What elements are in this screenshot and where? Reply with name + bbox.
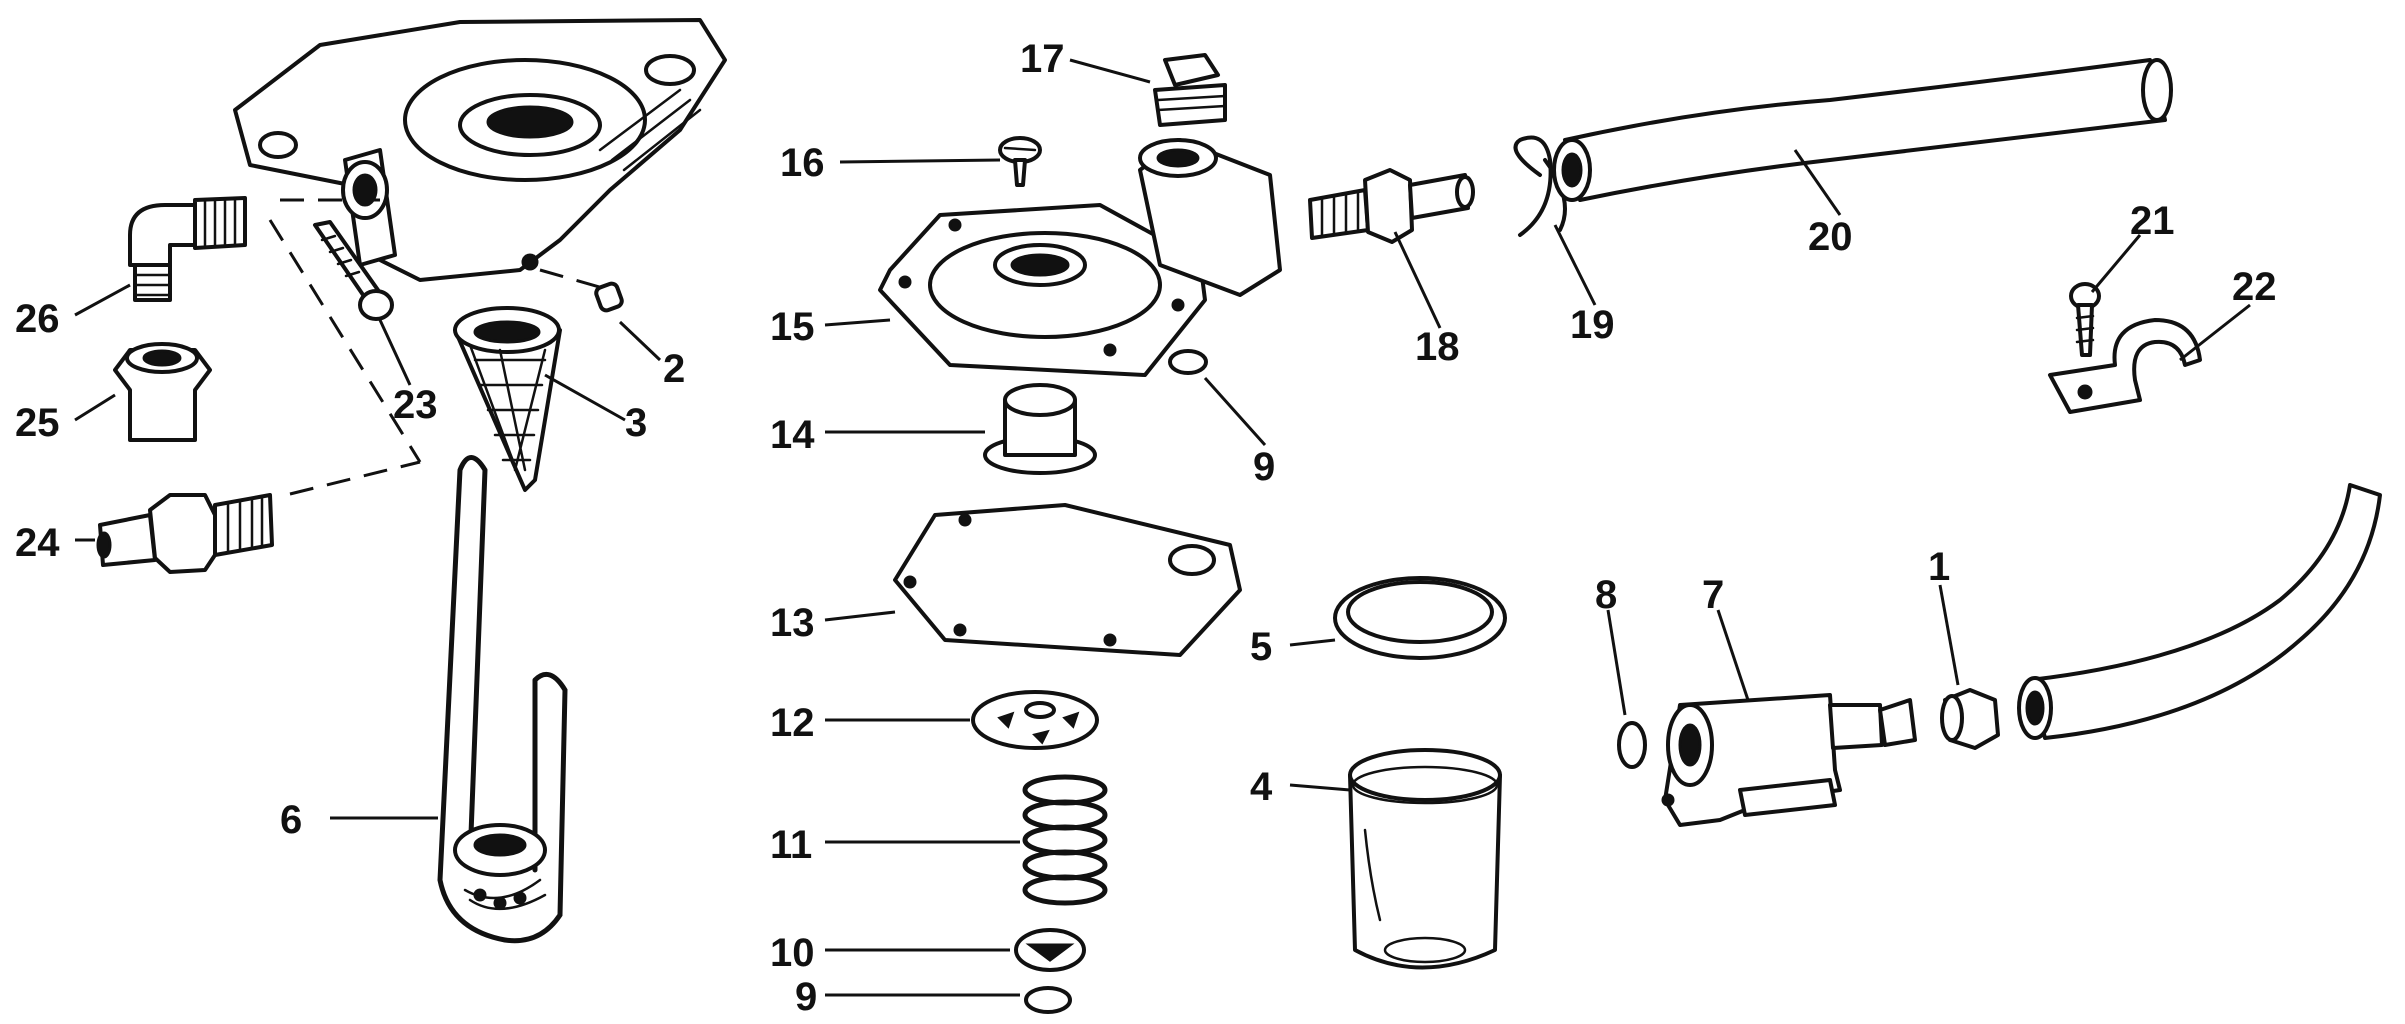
label-19: 19 bbox=[1570, 303, 1615, 347]
part-9-washer-upper bbox=[1168, 349, 1208, 375]
label-23: 23 bbox=[393, 383, 438, 427]
part-20-hose bbox=[1552, 58, 2173, 202]
part-26-elbow-fitting bbox=[128, 196, 247, 302]
part-14-valve bbox=[983, 383, 1097, 475]
label-9-lower: 9 bbox=[795, 975, 817, 1019]
label-25: 25 bbox=[15, 401, 60, 445]
part-9-washer-lower bbox=[1024, 986, 1072, 1014]
part-15-pump-cover bbox=[878, 138, 1282, 377]
label-8: 8 bbox=[1595, 573, 1617, 617]
label-3: 3 bbox=[625, 401, 647, 445]
part-13-gasket bbox=[893, 503, 1242, 657]
part-5-gasket-ring bbox=[1333, 576, 1507, 660]
label-24: 24 bbox=[15, 521, 60, 565]
label-18: 18 bbox=[1415, 325, 1460, 369]
part-11-spring bbox=[1022, 774, 1108, 906]
label-12: 12 bbox=[770, 701, 815, 745]
leader-lines bbox=[74, 58, 2251, 997]
part-25-nut bbox=[113, 342, 212, 442]
part-10-valve bbox=[1014, 928, 1086, 972]
label-7: 7 bbox=[1702, 573, 1724, 617]
assembly-line-left bbox=[268, 198, 422, 496]
part-3-filter-screen bbox=[453, 306, 562, 492]
label-4: 4 bbox=[1250, 765, 1273, 809]
part-2-plug bbox=[594, 281, 624, 313]
label-15: 15 bbox=[770, 305, 815, 349]
lower-hose bbox=[2017, 483, 2382, 740]
label-1: 1 bbox=[1928, 545, 1950, 589]
label-20: 20 bbox=[1808, 215, 1853, 259]
part-22-clamp bbox=[2048, 318, 2202, 414]
label-16: 16 bbox=[780, 141, 825, 185]
label-5: 5 bbox=[1250, 625, 1272, 669]
part-17-plug bbox=[1153, 53, 1227, 127]
part-1-nut bbox=[1940, 688, 2000, 750]
label-14: 14 bbox=[770, 413, 815, 457]
label-21: 21 bbox=[2130, 199, 2175, 243]
label-9-upper: 9 bbox=[1253, 445, 1275, 489]
part-8-o-ring bbox=[1617, 721, 1647, 769]
part-4-bowl bbox=[1348, 748, 1502, 970]
label-17: 17 bbox=[1020, 37, 1065, 81]
part-18-fitting bbox=[1308, 168, 1475, 244]
label-13: 13 bbox=[770, 601, 815, 645]
part-23-screw bbox=[313, 220, 394, 321]
label-6: 6 bbox=[280, 798, 302, 842]
part-24-hose-barb bbox=[96, 493, 274, 574]
label-10: 10 bbox=[770, 931, 815, 975]
label-2: 2 bbox=[663, 347, 685, 391]
fuel-pump-body bbox=[233, 18, 727, 282]
part-6-bail bbox=[437, 455, 568, 944]
part-7-filter-body bbox=[1661, 693, 1917, 827]
part-16-screw bbox=[998, 136, 1042, 187]
part-21-screw bbox=[2069, 282, 2101, 357]
label-22: 22 bbox=[2232, 265, 2277, 309]
label-11: 11 bbox=[770, 823, 812, 867]
callout-labels: 17 16 15 18 19 20 21 22 26 25 24 23 3 2 … bbox=[15, 37, 2277, 1019]
part-12-plate bbox=[971, 690, 1099, 750]
label-26: 26 bbox=[15, 297, 60, 341]
